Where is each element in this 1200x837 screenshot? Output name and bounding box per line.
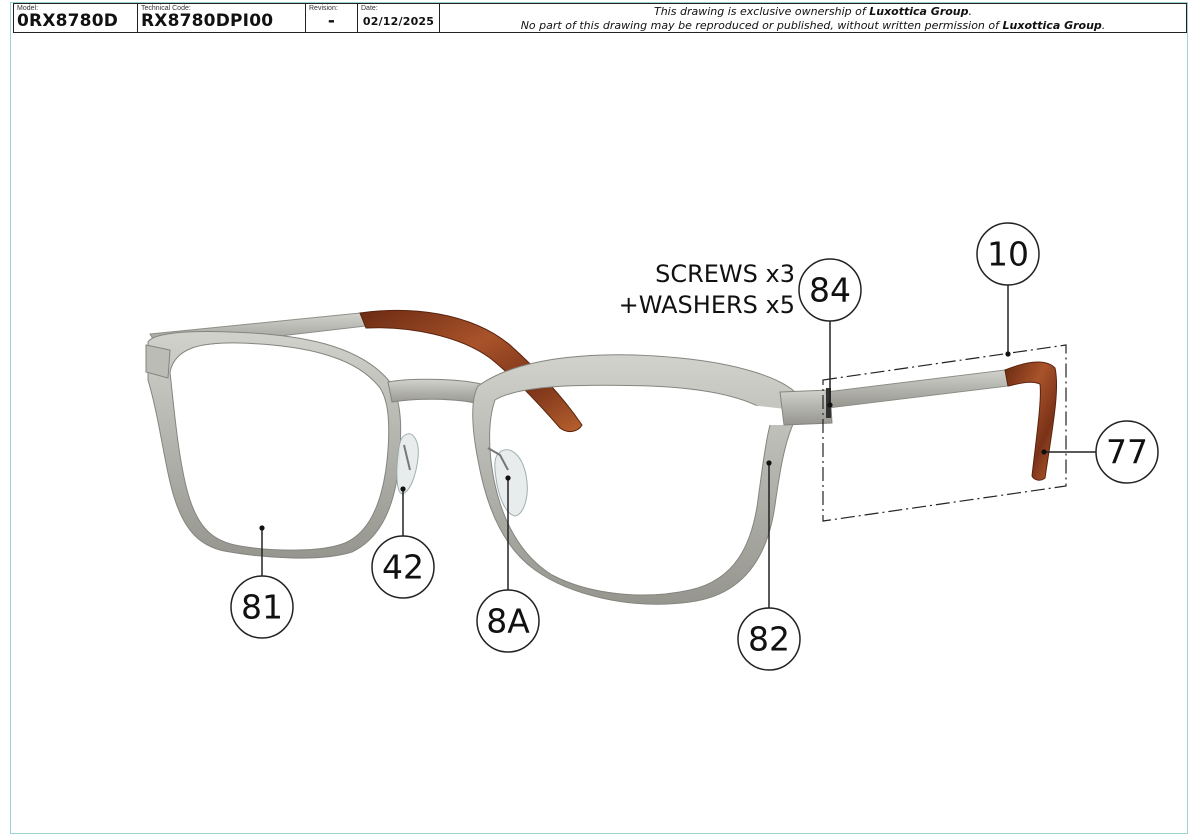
- callout-8a-bubble: [476, 589, 540, 653]
- brand-name: Luxottica Group: [869, 5, 969, 18]
- leader-lines: [261, 285, 1097, 609]
- revision-value: -: [327, 11, 336, 31]
- near-temple: [825, 361, 1058, 481]
- title-block: Model: 0RX8780D Technical Code: RX8780DP…: [13, 3, 1187, 33]
- technical-code-value: RX8780DPI00: [141, 11, 274, 31]
- callout-84-label: 84: [809, 271, 851, 310]
- drawing-sheet-border: [10, 2, 1188, 834]
- callout-77-bubble: [1095, 420, 1159, 484]
- callout-81-label: 81: [241, 588, 283, 627]
- revision-cell: Revision: -: [306, 4, 358, 32]
- callout-77-label: 77: [1106, 433, 1148, 472]
- technical-code-cell: Technical Code: RX8780DPI00: [138, 4, 306, 32]
- screws-note: SCREWS x3: [655, 260, 795, 288]
- nose-pad-right: [487, 447, 528, 517]
- date-value: 02/12/2025: [362, 15, 435, 28]
- notice-line-2: No part of this drawing may be reproduce…: [520, 19, 1106, 32]
- callout-84-bubble: [798, 258, 862, 322]
- washers-note: +WASHERS x5: [619, 291, 795, 319]
- revision-label: Revision:: [309, 5, 338, 12]
- callout-82-bubble: [737, 607, 801, 671]
- model-value: 0RX8780D: [17, 11, 119, 31]
- exploded-view-box: [822, 344, 1067, 522]
- callout-10-bubble: [976, 222, 1040, 286]
- model-cell: Model: 0RX8780D: [14, 4, 138, 32]
- brand-name: Luxottica Group: [1002, 19, 1102, 32]
- callout-82-label: 82: [748, 620, 790, 659]
- nose-pad-left: [396, 433, 419, 495]
- date-cell: Date: 02/12/2025: [358, 4, 440, 32]
- model-label: Model:: [17, 5, 39, 12]
- hinge-end-piece: [779, 389, 833, 426]
- callout-10-label: 10: [987, 235, 1029, 274]
- callout-81-bubble: [230, 575, 294, 639]
- left-lens-rim: [145, 331, 402, 559]
- right-lens-rim: [472, 354, 796, 605]
- technical-code-label: Technical Code:: [141, 5, 191, 12]
- date-label: Date:: [361, 5, 378, 12]
- leader-dots: [259, 351, 1047, 531]
- callout-8a-label: 8A: [486, 602, 530, 641]
- notice-line-1: This drawing is exclusive ownership of L…: [653, 5, 973, 18]
- callout-42-label: 42: [382, 548, 424, 587]
- bridge: [387, 378, 486, 405]
- ownership-notice: This drawing is exclusive ownership of L…: [440, 4, 1186, 32]
- callout-42-bubble: [371, 535, 435, 599]
